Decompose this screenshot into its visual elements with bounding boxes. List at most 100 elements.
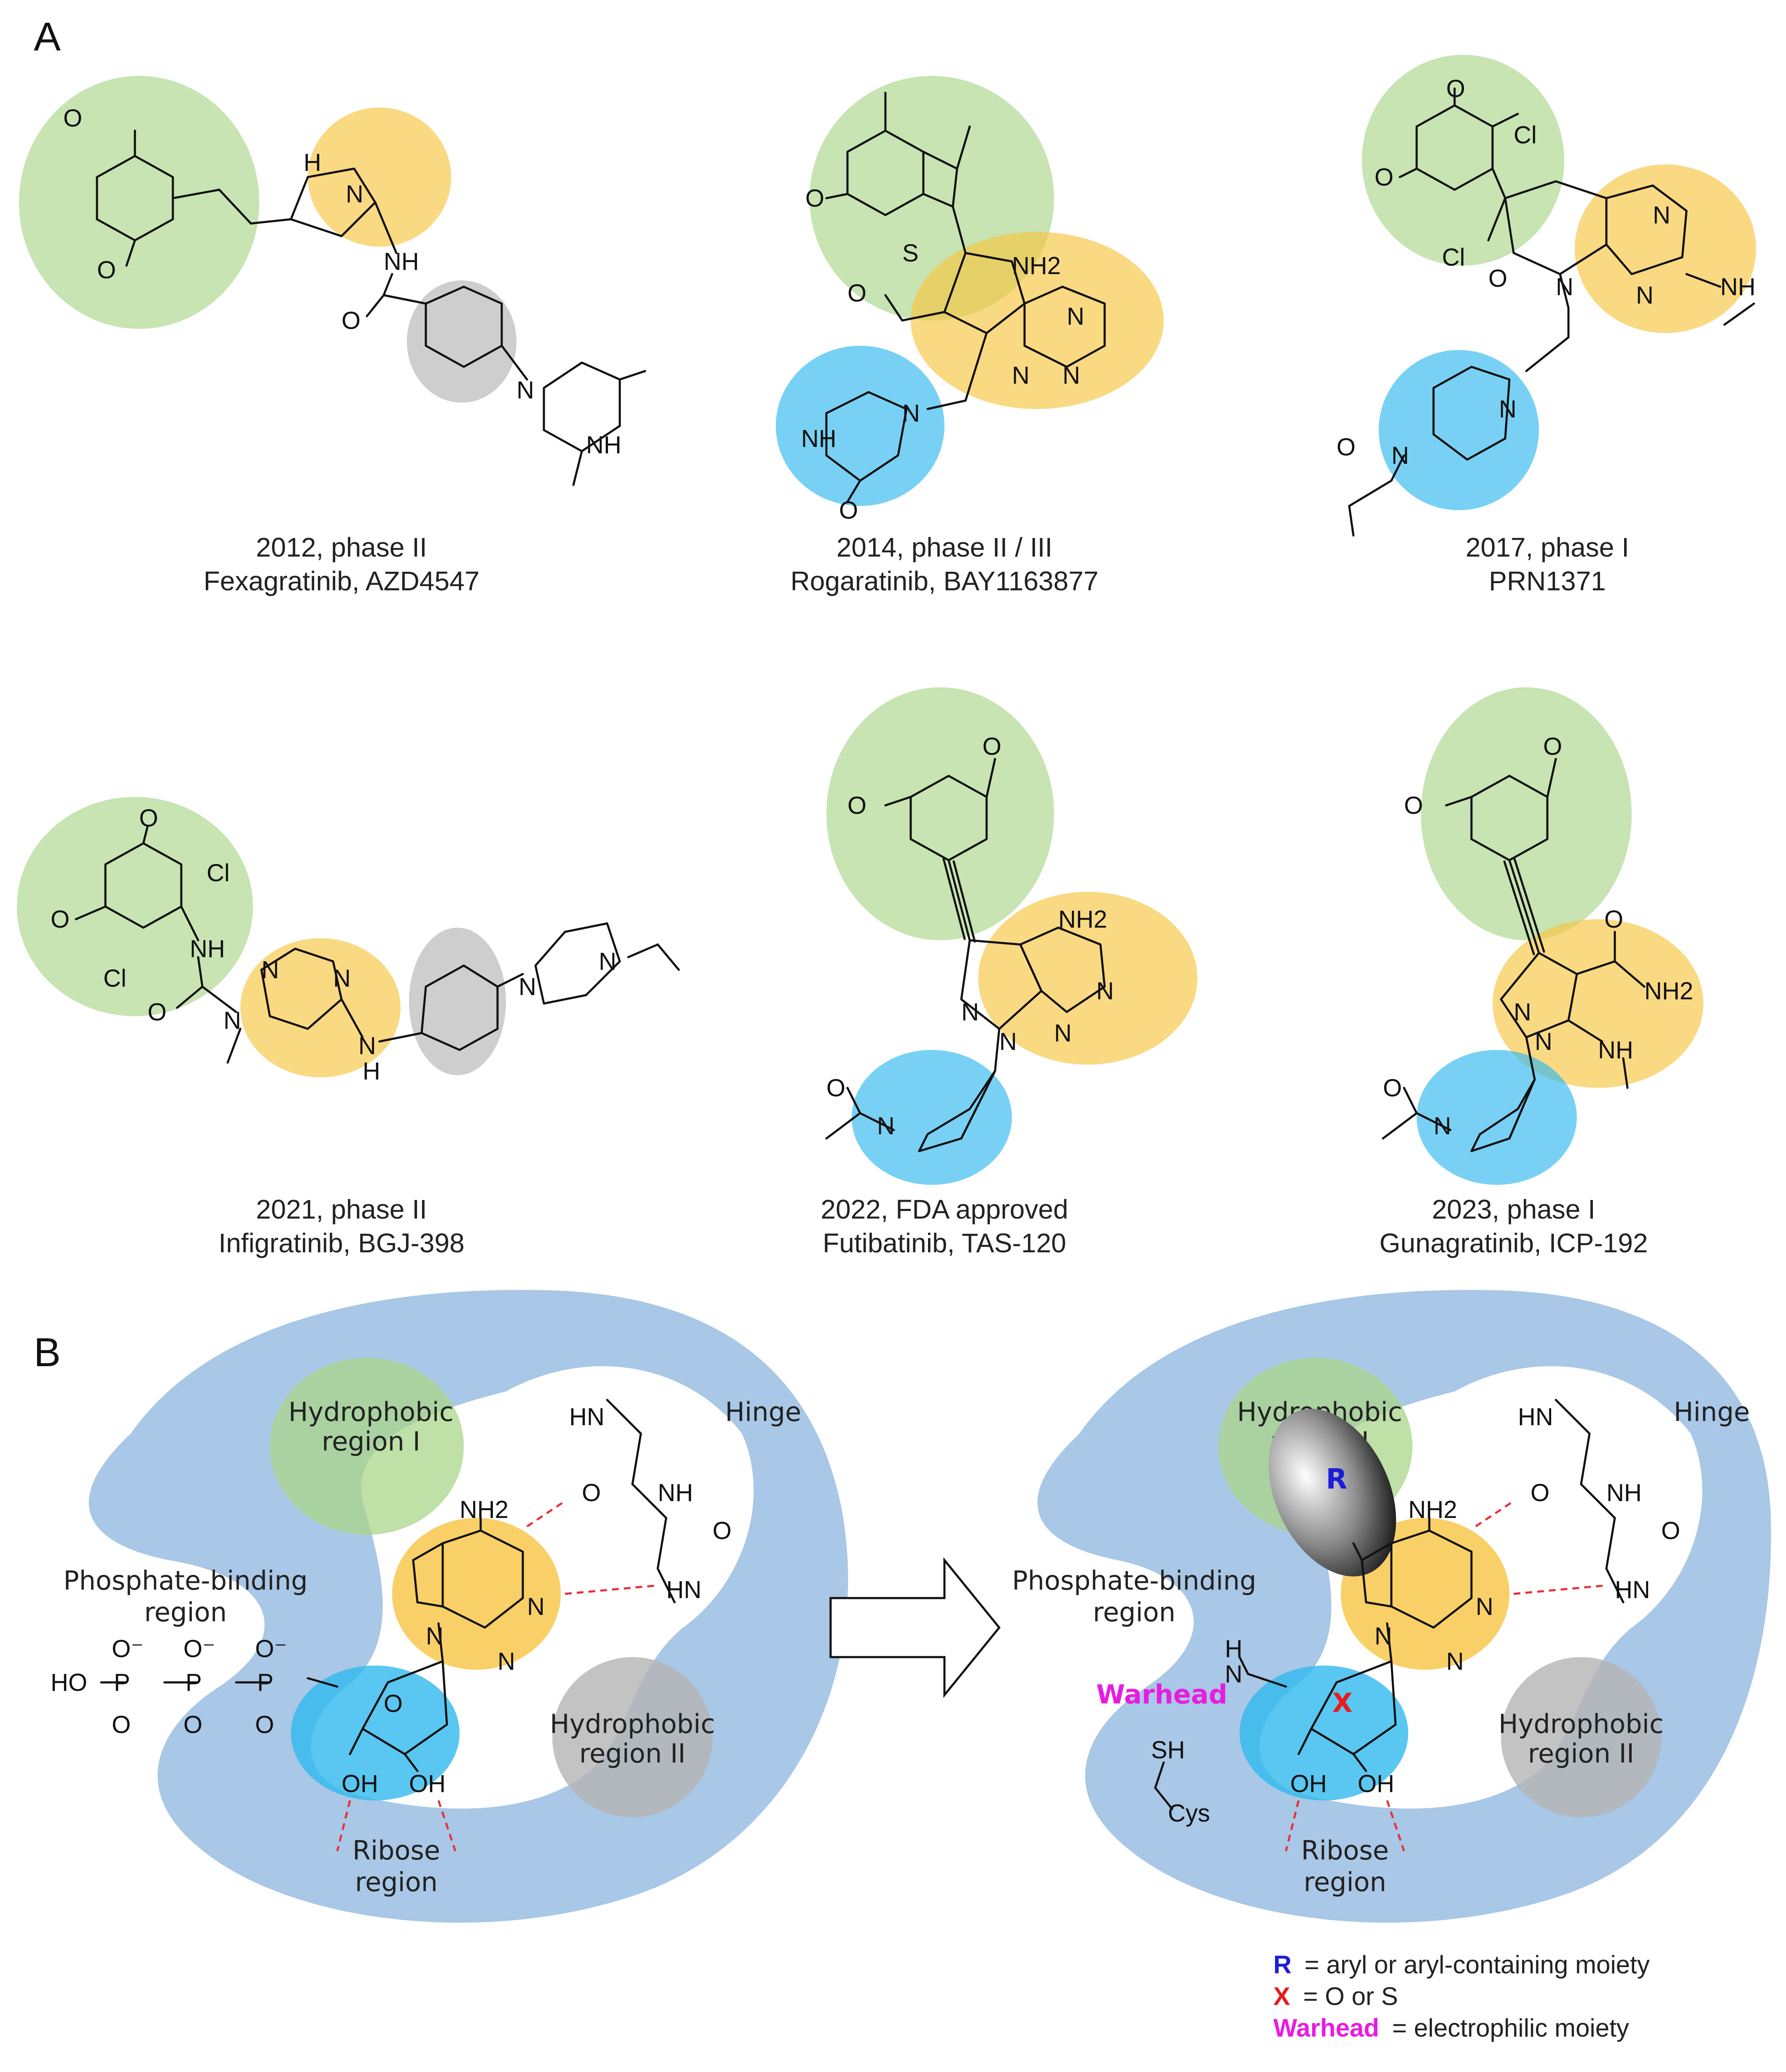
atom-nh: NH xyxy=(1720,273,1756,301)
structure-bonds xyxy=(75,825,680,1064)
atom-o-amide: O xyxy=(1604,906,1623,933)
atom-o-acryl: O xyxy=(826,1074,845,1102)
label-hydrophobic-1-line2: region I xyxy=(322,1426,420,1457)
atom-nh2: NH2 xyxy=(1408,1496,1457,1523)
atom-sh: SH xyxy=(1151,1736,1185,1764)
atom-hn-hinge-2: HN xyxy=(1615,1576,1650,1604)
caption-line1: 2022, FDA approved xyxy=(820,1194,1068,1224)
atom-cl-2: Cl xyxy=(1442,244,1465,271)
atom-h-amine: H xyxy=(1225,1635,1243,1663)
hydrophobic-region-1 xyxy=(270,1358,464,1535)
atom-nh2: NH2 xyxy=(1012,252,1061,280)
legend-key-r: R xyxy=(1273,1951,1291,1979)
atp-bonds xyxy=(100,1399,676,1772)
atom-n-pyrazole-2: N xyxy=(999,1028,1017,1055)
atom-cl-2: Cl xyxy=(103,965,126,992)
atom-nh-methyl: NH xyxy=(1598,1036,1633,1064)
atom-o-hinge-1: O xyxy=(1530,1479,1549,1507)
atom-ominus-1: O⁻ xyxy=(112,1635,144,1663)
caption-line1: 2021, phase II xyxy=(256,1194,427,1224)
atom-hn-hinge-1: HN xyxy=(1518,1403,1553,1431)
pocket-inhibitor: Hydrophobic region I R Hydrophobic regio… xyxy=(1012,1290,1771,1923)
atom-s: S xyxy=(902,239,919,267)
hydrophobic-highlight xyxy=(1421,687,1632,940)
label-phosphate-line1: Phosphate-binding xyxy=(63,1565,308,1596)
hydrophobic-highlight xyxy=(17,797,253,1016)
caption-line2: Fexagratinib, AZD4547 xyxy=(204,566,480,596)
compound-rogaratinib: O S NH2 N N N O N NH O 2014, phase II / … xyxy=(776,76,1164,596)
atom-n-3: N xyxy=(426,1623,444,1650)
atom-p-2: P xyxy=(186,1669,202,1696)
atom-o-acryl: O xyxy=(1383,1074,1402,1102)
atom-n-piperazinone: N xyxy=(902,400,920,427)
atom-o-ether: O xyxy=(847,280,866,307)
solvent-highlight xyxy=(852,1050,1012,1185)
legend-row-warhead: Warhead = electrophilic moiety xyxy=(1273,2014,1629,2042)
aryl-highlight xyxy=(407,280,516,403)
atom-o-hinge-2: O xyxy=(1661,1517,1680,1545)
label-hydrophobic-2-line1: Hydrophobic xyxy=(1498,1709,1664,1739)
caption-line2: Rogaratinib, BAY1163877 xyxy=(791,566,1099,596)
atom-n-pyrazole-1: N xyxy=(961,998,979,1026)
structure-bonds xyxy=(825,91,1106,503)
atom-ho: HO xyxy=(51,1669,87,1696)
atom-o-p2: O xyxy=(183,1711,202,1738)
atom-cl-1: Cl xyxy=(207,859,230,887)
hbond-3 xyxy=(336,1800,351,1851)
caption-line1: 2023, phase I xyxy=(1432,1194,1595,1224)
atom-n-pyrrolidine: N xyxy=(877,1112,895,1140)
label-ribose-line1: Ribose xyxy=(352,1835,440,1866)
structure-bonds xyxy=(1348,87,1755,537)
label-phosphate-line2: region xyxy=(144,1597,227,1628)
hydrophobic-highlight xyxy=(1362,55,1564,266)
atom-o-methoxy-2: O xyxy=(51,906,70,933)
atom-hn: H xyxy=(304,149,321,176)
atom-n-pyrimidine-1: N xyxy=(1653,202,1670,229)
hinge-binder-highlight xyxy=(308,108,451,247)
atom-p-1: P xyxy=(114,1669,130,1696)
atom-n-amine: N xyxy=(1225,1660,1243,1688)
hinge-binder-highlight xyxy=(1575,164,1756,333)
atom-cl-1: Cl xyxy=(1514,121,1537,149)
hbond-2 xyxy=(565,1584,658,1595)
atom-n-pyrimidine-1: N xyxy=(261,956,279,984)
compound-prn1371: O Cl O Cl O N N N NH N N O 2017, phase I… xyxy=(1337,55,1756,596)
label-ribose-line2: region xyxy=(1304,1867,1386,1897)
atom-o-acryl: O xyxy=(1337,433,1356,461)
atom-n-piperazine-2: N xyxy=(599,948,616,975)
atom-nh2: NH2 xyxy=(1058,906,1107,933)
atom-nh-amide: NH xyxy=(384,248,419,275)
compound-fexagratinib: O O H N NH O N NH 2012, phase II Fexagra… xyxy=(19,76,646,596)
atom-n-pyrazole: N xyxy=(346,180,363,208)
atom-nh2: NH2 xyxy=(1644,977,1693,1005)
ribose-highlight xyxy=(1240,1666,1408,1800)
label-ribose-line1: Ribose xyxy=(1301,1835,1389,1866)
ribose-highlight xyxy=(291,1666,460,1800)
atom-oh-2: OH xyxy=(1358,1770,1394,1798)
atom-o-top: O xyxy=(63,105,82,132)
label-hinge: Hinge xyxy=(725,1397,802,1427)
atom-o-methoxy-1: O xyxy=(1446,75,1465,102)
r-group-shape xyxy=(1268,1409,1396,1577)
atom-n-2: N xyxy=(1446,1648,1464,1675)
transition-arrow xyxy=(829,1557,1001,1698)
solvent-highlight xyxy=(1417,1050,1577,1185)
hinge-binder-highlight xyxy=(1493,919,1703,1088)
atom-o-methoxy-2: O xyxy=(1404,792,1423,819)
atom-nh-piperazinone: NH xyxy=(801,425,837,452)
adenine-region xyxy=(392,1518,561,1670)
atom-o-ring: O xyxy=(384,1690,403,1717)
atom-p-3: P xyxy=(257,1669,274,1696)
legend-text-r: = aryl or aryl-containing moiety xyxy=(1305,1951,1650,1979)
atom-ominus-3: O⁻ xyxy=(255,1635,287,1663)
atom-nh-hinge: NH xyxy=(1606,1479,1642,1507)
hinge-binder-highlight xyxy=(240,938,401,1077)
legend-row-r: R = aryl or aryl-containing moiety xyxy=(1273,1951,1650,1979)
atom-hn-hinge-1: HN xyxy=(569,1403,605,1431)
compound-futibatinib: O O NH2 N N N N O N 2022, FDA approved F… xyxy=(820,687,1197,1258)
hbond-1 xyxy=(1475,1500,1514,1528)
atom-nh-urea: NH xyxy=(190,935,225,963)
hydrophobic-highlight xyxy=(826,687,1054,940)
